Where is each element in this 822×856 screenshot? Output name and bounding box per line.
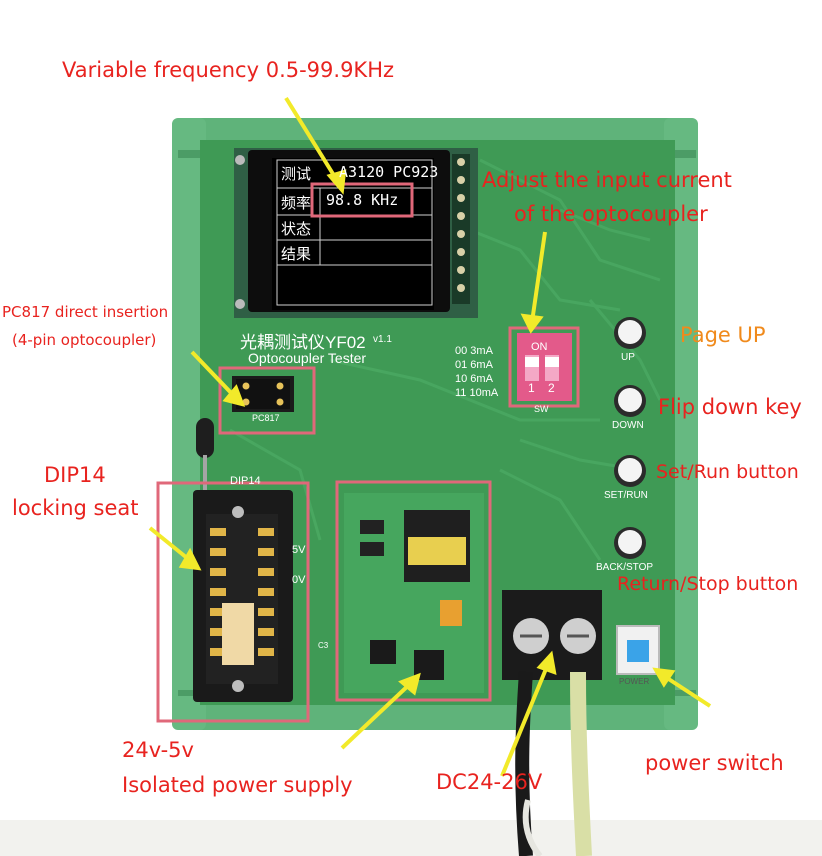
power-switch: [616, 625, 660, 675]
dip-switch-silk: SW: [534, 404, 549, 414]
pc817-socket: [232, 376, 294, 412]
isolated-power-module: [344, 493, 484, 693]
dip-switch-1: 1: [528, 381, 535, 395]
dip-switch: [517, 333, 572, 401]
label-dc-input: DC24-26V: [436, 770, 543, 794]
btn-backstop-silk: BACK/STOP: [596, 562, 654, 573]
lcd-row3-label: 状态: [281, 220, 312, 238]
label-set-run: Set/Run button: [656, 461, 799, 483]
btn-setrun-silk: SET/RUN: [604, 490, 648, 501]
label-power-supply-2: Isolated power supply: [122, 773, 353, 797]
board-title-cn: 光耦测试仪YF02: [240, 333, 366, 352]
lcd-row2-label: 频率: [281, 194, 312, 212]
tactile-buttons: [614, 317, 646, 559]
dip14-zif-socket: [193, 418, 293, 702]
v5-silk: 5V: [292, 544, 306, 556]
label-flip-down: Flip down key: [658, 395, 802, 419]
label-return-stop: Return/Stop button: [617, 573, 799, 595]
pc817-silk: PC817: [252, 413, 280, 423]
btn-down-silk: DOWN: [612, 420, 644, 431]
lcd-row4-label: 结果: [281, 245, 312, 263]
lcd-row1-value: A3120 PC923: [339, 163, 439, 181]
label-pc817-1: PC817 direct insertion: [2, 303, 169, 321]
dip14-silk: DIP14: [230, 475, 261, 487]
label-adjust-current-1: Adjust the input current: [482, 168, 732, 192]
dip-switch-2: 2: [548, 381, 555, 395]
label-adjust-current-2: of the optocoupler: [514, 202, 708, 226]
lcd-row2-value: 98.8 KHz: [326, 191, 399, 209]
dip-switch-on: ON: [531, 341, 548, 353]
label-pc817-2: (4-pin optocoupler): [12, 331, 157, 349]
lcd-row1-label: 测试: [281, 165, 312, 183]
label-dip14: DIP14: [44, 463, 106, 487]
label-power-switch: power switch: [645, 751, 784, 775]
power-silk: POWER: [619, 677, 650, 686]
label-power-supply-1: 24v-5v: [122, 738, 194, 762]
v0-silk: 0V: [292, 574, 306, 586]
label-variable-frequency: Variable frequency 0.5-99.9KHz: [62, 58, 395, 82]
label-locking-seat: locking seat: [12, 496, 139, 520]
btn-up-silk: UP: [621, 352, 635, 363]
c3-silk: C3: [318, 641, 329, 650]
current-row-00: 00 3mA: [455, 345, 493, 357]
label-page-up: Page UP: [680, 323, 766, 347]
current-row-01: 01 6mA: [455, 359, 493, 371]
current-row-11: 11 10mA: [455, 387, 499, 399]
current-row-10: 10 6mA: [455, 373, 493, 385]
highlight-boxes: [156, 182, 580, 723]
board-title-en: Optocoupler Tester: [248, 350, 367, 366]
pointer-arrows: [148, 96, 712, 777]
board-version: v1.1: [373, 334, 392, 345]
